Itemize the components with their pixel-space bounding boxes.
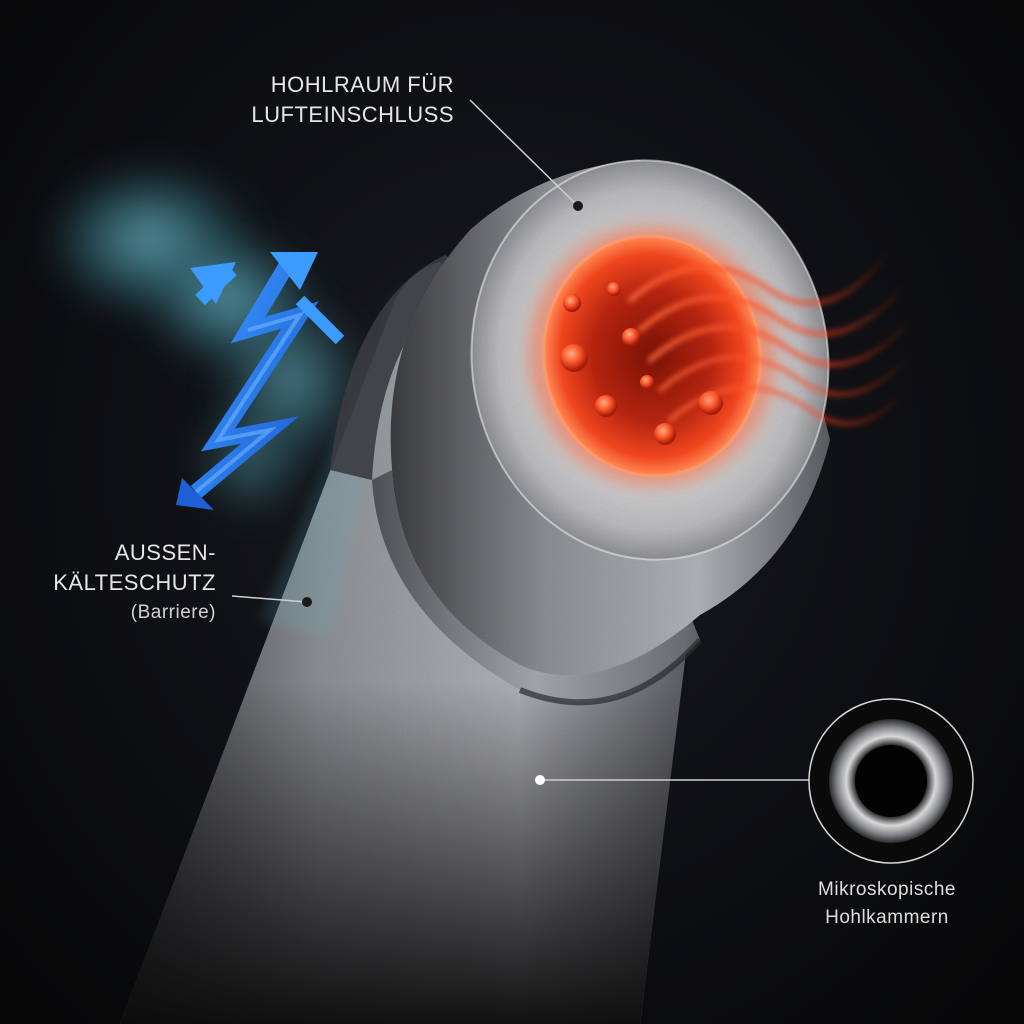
label-chambers-line1: Mikroskopische bbox=[818, 879, 956, 900]
cold-mist bbox=[40, 160, 370, 520]
leader-lines bbox=[231, 99, 810, 781]
cold-deflection-arrows bbox=[176, 252, 345, 510]
label-barrier-line3: (Barriere) bbox=[130, 602, 216, 623]
label-chambers: Mikroskopische Hohlkammern bbox=[800, 876, 974, 932]
air-bubbles bbox=[560, 282, 723, 445]
leader-dot-chambers bbox=[535, 775, 545, 785]
label-cavity-line1: HOHLRAUM FÜR bbox=[270, 72, 454, 97]
leader-dots bbox=[302, 201, 583, 607]
chamber-inset bbox=[808, 698, 974, 864]
label-cavity-line2: LUFTEINSCHLUSS bbox=[251, 102, 454, 127]
outer-sleeve-ring bbox=[330, 255, 703, 706]
label-barrier-line2: KÄLTESCHUTZ bbox=[53, 570, 216, 595]
label-chambers-line2: Hohlkammern bbox=[825, 907, 949, 928]
label-barrier-line1: AUSSEN- bbox=[114, 540, 216, 565]
label-cavity: HOHLRAUM FÜR LUFTEINSCHLUSS bbox=[244, 70, 454, 130]
heat-waves bbox=[627, 247, 913, 426]
label-barrier: AUSSEN- KÄLTESCHUTZ (Barriere) bbox=[40, 538, 216, 628]
